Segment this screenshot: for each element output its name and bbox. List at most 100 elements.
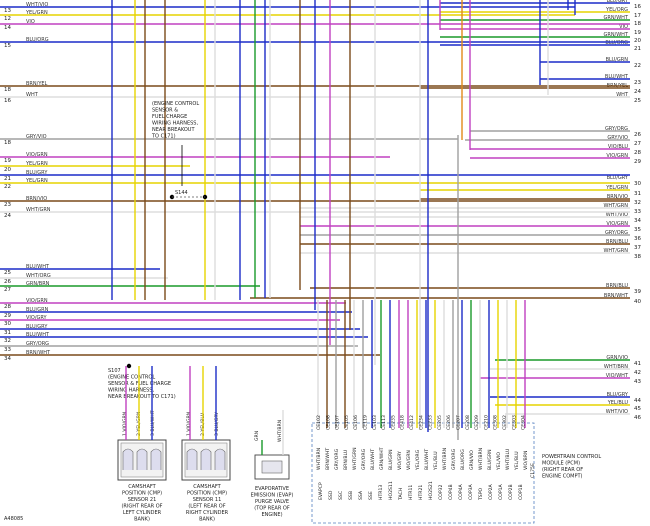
left-wire-label: BLU/GRY xyxy=(26,324,48,330)
pcm-wire-label: BLU/GRN xyxy=(487,449,493,470)
pcm-wire-label: YEL/BLU xyxy=(514,451,520,471)
pcm-wire-label: GRN/WHT xyxy=(379,447,385,470)
splice-s144-label: S144 xyxy=(175,190,188,196)
right-wire-label: YEL/ORG xyxy=(605,7,628,13)
left-wire-number: 25 xyxy=(4,270,11,276)
pcm-ce-label: CE108 xyxy=(325,415,331,430)
splice-s107-note: WIRING HARNESS, xyxy=(108,388,154,394)
right-wire-number: 45 xyxy=(634,406,641,412)
splice-s144-note: SENSOR & xyxy=(152,108,178,114)
right-wire-number: 17 xyxy=(634,13,641,19)
right-wire-label: BRN/VIO xyxy=(607,194,628,200)
pcm-ce-label: CE234 xyxy=(418,415,424,430)
pcm-wire-label: WHT/GRN xyxy=(352,447,358,470)
left-wire-number: 33 xyxy=(4,347,11,353)
left-wire-label: VIO/GRY xyxy=(26,315,48,321)
cmp11-pin-label: 3 BLU/GRY xyxy=(214,412,220,436)
evap-pin-label: WHT/BRN xyxy=(277,420,283,442)
left-wire-label: WHT/ORG xyxy=(26,273,51,279)
left-wire-label: BLU/WHT xyxy=(26,264,50,270)
left-wire-label: WHT xyxy=(26,92,39,98)
cmp21-label: BANK) xyxy=(134,517,150,523)
left-wire-number: 31 xyxy=(4,330,11,336)
cmp21-connector xyxy=(117,439,167,481)
right-wire-number: 35 xyxy=(634,227,641,233)
right-wire-number: 39 xyxy=(634,289,641,295)
pcm-func-label: HTR13 xyxy=(378,485,384,500)
cmp11-label: CAMSHAFT xyxy=(193,484,221,490)
splice-s107-note: (ENGINE CONTROL xyxy=(108,375,155,381)
right-wire-label: WHT xyxy=(616,92,629,98)
right-wire-label: WHT/GRN xyxy=(603,248,628,254)
right-wire-label: GRN/WHT xyxy=(603,32,628,38)
pcm-ce-label: CE205 xyxy=(437,415,443,430)
pcm-ce-label: CE103 xyxy=(372,415,378,430)
pcm-ce-label: CE113 xyxy=(381,415,387,430)
right-wire-label: YEL/BLU xyxy=(607,400,629,406)
left-wire-number: 16 xyxy=(4,98,11,104)
right-wire-number: 36 xyxy=(634,236,641,242)
right-wire-number: 28 xyxy=(634,150,641,156)
left-wire-number: 28 xyxy=(4,304,11,310)
evap-label: ENGINE) xyxy=(261,512,282,518)
right-wire-label: GRY/VIO xyxy=(607,135,628,141)
pcm-wire-label: VIO/GRY xyxy=(397,451,403,470)
right-wire-number: 34 xyxy=(634,218,641,224)
pcm-ce-label: CE303 xyxy=(511,415,517,430)
right-wire-number: 42 xyxy=(634,370,641,376)
pcm-wire-label: BLU/WHT xyxy=(370,449,376,470)
splice-s144-note: TO C171) xyxy=(151,134,176,140)
evap-label: PURGE VALVE xyxy=(255,499,289,505)
cmp21-label: POSITION (CMP) xyxy=(122,491,162,497)
pcm-func-label: HO2S11 xyxy=(388,481,394,500)
pcm-func-label: HTR21 xyxy=(418,485,424,500)
right-wire-number: 24 xyxy=(634,89,641,95)
left-wire-number: 34 xyxy=(4,356,11,362)
right-wire-number: 40 xyxy=(634,299,641,305)
right-wire-number: 46 xyxy=(634,415,641,421)
pcm-ce-label: CE304 xyxy=(521,415,527,430)
cmp11-pin-label: 1 VIO/GRN xyxy=(186,412,192,436)
pcm-wire-label: BLU/GRN xyxy=(388,449,394,470)
figure-code: A48085 xyxy=(4,516,23,522)
cmp11-pin xyxy=(186,448,198,470)
pcm-func-label: SSB xyxy=(348,491,354,500)
left-wire-label: GRY/VIO xyxy=(26,134,47,140)
left-wire-number: 23 xyxy=(4,202,11,208)
pcm-func-label: TACH xyxy=(398,488,404,501)
pcm-ce-label: CE209 xyxy=(474,415,480,430)
left-wire-number: 18 xyxy=(4,140,11,146)
pcm-wire-label: WHT/BLU xyxy=(505,449,511,470)
splice-s144-note: NEAR BREAKOUT xyxy=(152,127,195,133)
right-wire-number: 18 xyxy=(634,21,641,27)
splice-s107-note: NEAR BREAKOUT TO C171) xyxy=(108,394,176,400)
pcm-wire-label: VIO/GRN xyxy=(406,450,412,470)
cmp21-pin xyxy=(122,448,134,470)
right-wire-label: BRN/WHT xyxy=(604,293,629,299)
left-wire-label: BLU/GRN xyxy=(26,307,49,313)
left-wire-label: VIO/GRN xyxy=(26,298,48,304)
left-wire-number: 19 xyxy=(4,158,11,164)
pcm-wire-label: BLU/ORG xyxy=(460,449,466,470)
pcm-wire-label: YEL/ORG xyxy=(415,449,421,471)
evap-label: EVAPORATIVE xyxy=(255,486,289,492)
pcm-wire-label: GRY/ORG xyxy=(334,448,340,470)
pcm-wire-label: BRN/BLU xyxy=(343,450,349,470)
left-wire-label: WHT/GRN xyxy=(26,207,51,213)
left-wire-number: 20 xyxy=(4,167,11,173)
left-wire-label: BRN/WHT xyxy=(26,350,51,356)
right-wire-label: BLU/GRY xyxy=(607,392,629,398)
right-wire-number: 33 xyxy=(634,209,641,215)
right-wire-label: WHT/GRN xyxy=(603,203,628,209)
cmp11-connector xyxy=(181,439,231,481)
pcm-conn-id: C175E xyxy=(530,463,536,478)
left-wire-label: GRY/ORG xyxy=(26,341,49,347)
splice-s107-note: S107 xyxy=(108,368,121,374)
pcm-label: POWERTRAIN CONTROL xyxy=(542,454,601,460)
left-wire-label: YEL/GRN xyxy=(25,178,48,184)
pcm-ce-label: CE208 xyxy=(465,415,471,430)
cmp11-label: RIGHT CYLINDER xyxy=(186,510,229,516)
pcm-ce-label: CE308 xyxy=(493,415,499,430)
pcm-label: MODULE (PCM) xyxy=(542,461,580,467)
right-wire-label: BLU/GRN xyxy=(606,57,629,63)
